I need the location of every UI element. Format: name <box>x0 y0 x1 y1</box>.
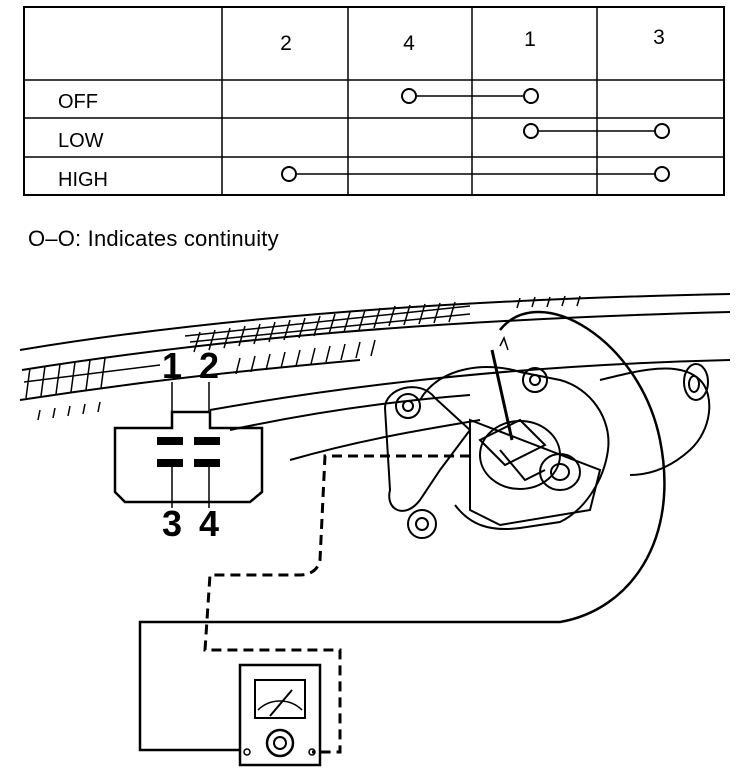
probe-wire <box>138 310 666 752</box>
column-header: 4 <box>403 32 415 55</box>
continuity-marks <box>281 88 670 182</box>
wiper-motor <box>138 310 711 752</box>
ohmmeter <box>238 663 322 767</box>
row-label: OFF <box>58 91 98 113</box>
terminal-pin <box>157 437 183 445</box>
continuity-terminal <box>523 88 539 104</box>
terminal-pin <box>157 459 183 467</box>
terminal-pin <box>194 437 220 445</box>
continuity-table: 2 4 1 3 OFF LOW HIGH <box>23 6 725 196</box>
column-header: 2 <box>280 32 292 55</box>
probe-jack <box>243 748 251 756</box>
column-header: 3 <box>653 26 665 49</box>
connector-pin-label: 2 <box>199 345 219 386</box>
connector-pin-label: 3 <box>162 503 182 544</box>
probe-jack <box>308 748 316 756</box>
connector-pin-label: 4 <box>199 503 219 544</box>
row-label: LOW <box>58 130 104 152</box>
continuity-terminal <box>401 88 417 104</box>
cowl-panel <box>19 293 731 461</box>
table-border <box>23 6 725 196</box>
row-label: HIGH <box>58 169 108 191</box>
continuity-terminal <box>654 166 670 182</box>
column-header: 1 <box>524 28 536 51</box>
ohm-dial-icon <box>265 728 295 758</box>
connector-pin-label: 1 <box>162 345 182 386</box>
terminal-pin <box>194 459 220 467</box>
dashed-test-lead <box>203 454 470 754</box>
continuity-terminal <box>523 123 539 139</box>
continuity-terminal <box>654 123 670 139</box>
connector-face <box>113 382 264 508</box>
wiper-motor-illustration: 1 2 3 4 <box>19 293 731 767</box>
legend-note: O–O: Indicates continuity <box>28 226 279 251</box>
continuity-terminal <box>281 166 297 182</box>
